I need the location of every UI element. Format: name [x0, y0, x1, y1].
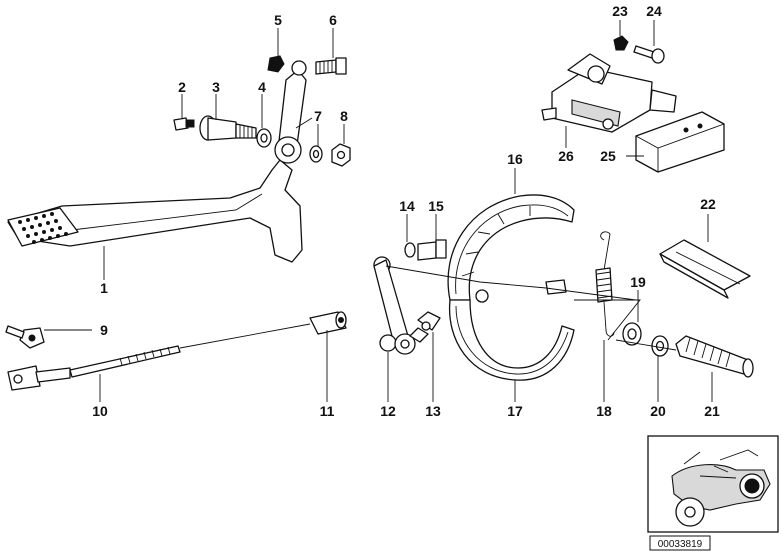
motorcycle-thumbnail — [647, 435, 779, 533]
callout-17: 17 — [507, 403, 523, 419]
callout-11: 11 — [320, 403, 335, 419]
part-4-washer — [256, 128, 272, 148]
part-1-brake-pedal — [7, 60, 307, 263]
callout-labels: 1 2 3 4 5 6 7 8 9 10 11 12 13 14 15 16 1… — [92, 3, 720, 419]
part-15-bolt — [417, 239, 447, 261]
callout-14: 14 — [399, 198, 415, 214]
callout-20: 20 — [650, 403, 666, 419]
callout-4: 4 — [258, 79, 266, 95]
part-11-adjusting-sleeve — [309, 311, 347, 335]
callout-6: 6 — [329, 12, 337, 28]
part-5-nut — [267, 55, 285, 73]
callout-21: 21 — [704, 403, 720, 419]
callout-1: 1 — [100, 280, 108, 296]
part-12-brake-lever — [373, 256, 416, 355]
part-9-clip — [5, 325, 45, 349]
callout-22: 22 — [700, 196, 716, 212]
callout-5: 5 — [274, 12, 282, 28]
part-17-brake-shoe — [448, 279, 575, 381]
reference-number-box: 00033819 — [649, 535, 711, 551]
part-21-bolt — [675, 335, 754, 378]
part-14-washer — [404, 242, 416, 258]
part-10-brake-rod — [7, 345, 181, 391]
callout-19: 19 — [630, 274, 646, 290]
part-7-washer — [309, 145, 323, 163]
callout-24: 24 — [646, 3, 662, 19]
part-22-rubber-channel — [659, 239, 751, 299]
callout-7: 7 — [314, 108, 322, 124]
callout-2: 2 — [178, 79, 186, 95]
part-24-screw — [633, 45, 665, 64]
part-23-nut — [613, 35, 629, 51]
part-8-nut — [331, 143, 351, 167]
part-19-washer — [622, 322, 642, 346]
part-13-wing-nut — [409, 311, 441, 343]
callout-12: 12 — [380, 403, 396, 419]
callout-8: 8 — [340, 108, 348, 124]
part-16-brake-shoe — [447, 194, 575, 301]
callout-26: 26 — [558, 148, 574, 164]
part-25-rubber-block — [635, 111, 725, 173]
leader-lines — [44, 20, 713, 402]
callout-25: 25 — [600, 148, 616, 164]
callout-23: 23 — [612, 3, 628, 19]
callout-13: 13 — [425, 403, 441, 419]
callout-15: 15 — [428, 198, 444, 214]
part-6-screw — [315, 57, 347, 75]
part-20-washer — [651, 335, 669, 357]
callout-3: 3 — [212, 79, 220, 95]
callout-18: 18 — [596, 403, 612, 419]
callout-9: 9 — [100, 322, 108, 338]
part-3-pivot-bolt — [199, 115, 257, 141]
reference-number: 00033819 — [658, 539, 703, 550]
part-18-return-spring — [595, 231, 615, 337]
part-26-bracket — [541, 53, 677, 133]
callout-10: 10 — [92, 403, 108, 419]
part-2-grease-nipple — [173, 117, 195, 131]
assembly-lines — [179, 117, 677, 351]
callout-16: 16 — [507, 151, 523, 167]
